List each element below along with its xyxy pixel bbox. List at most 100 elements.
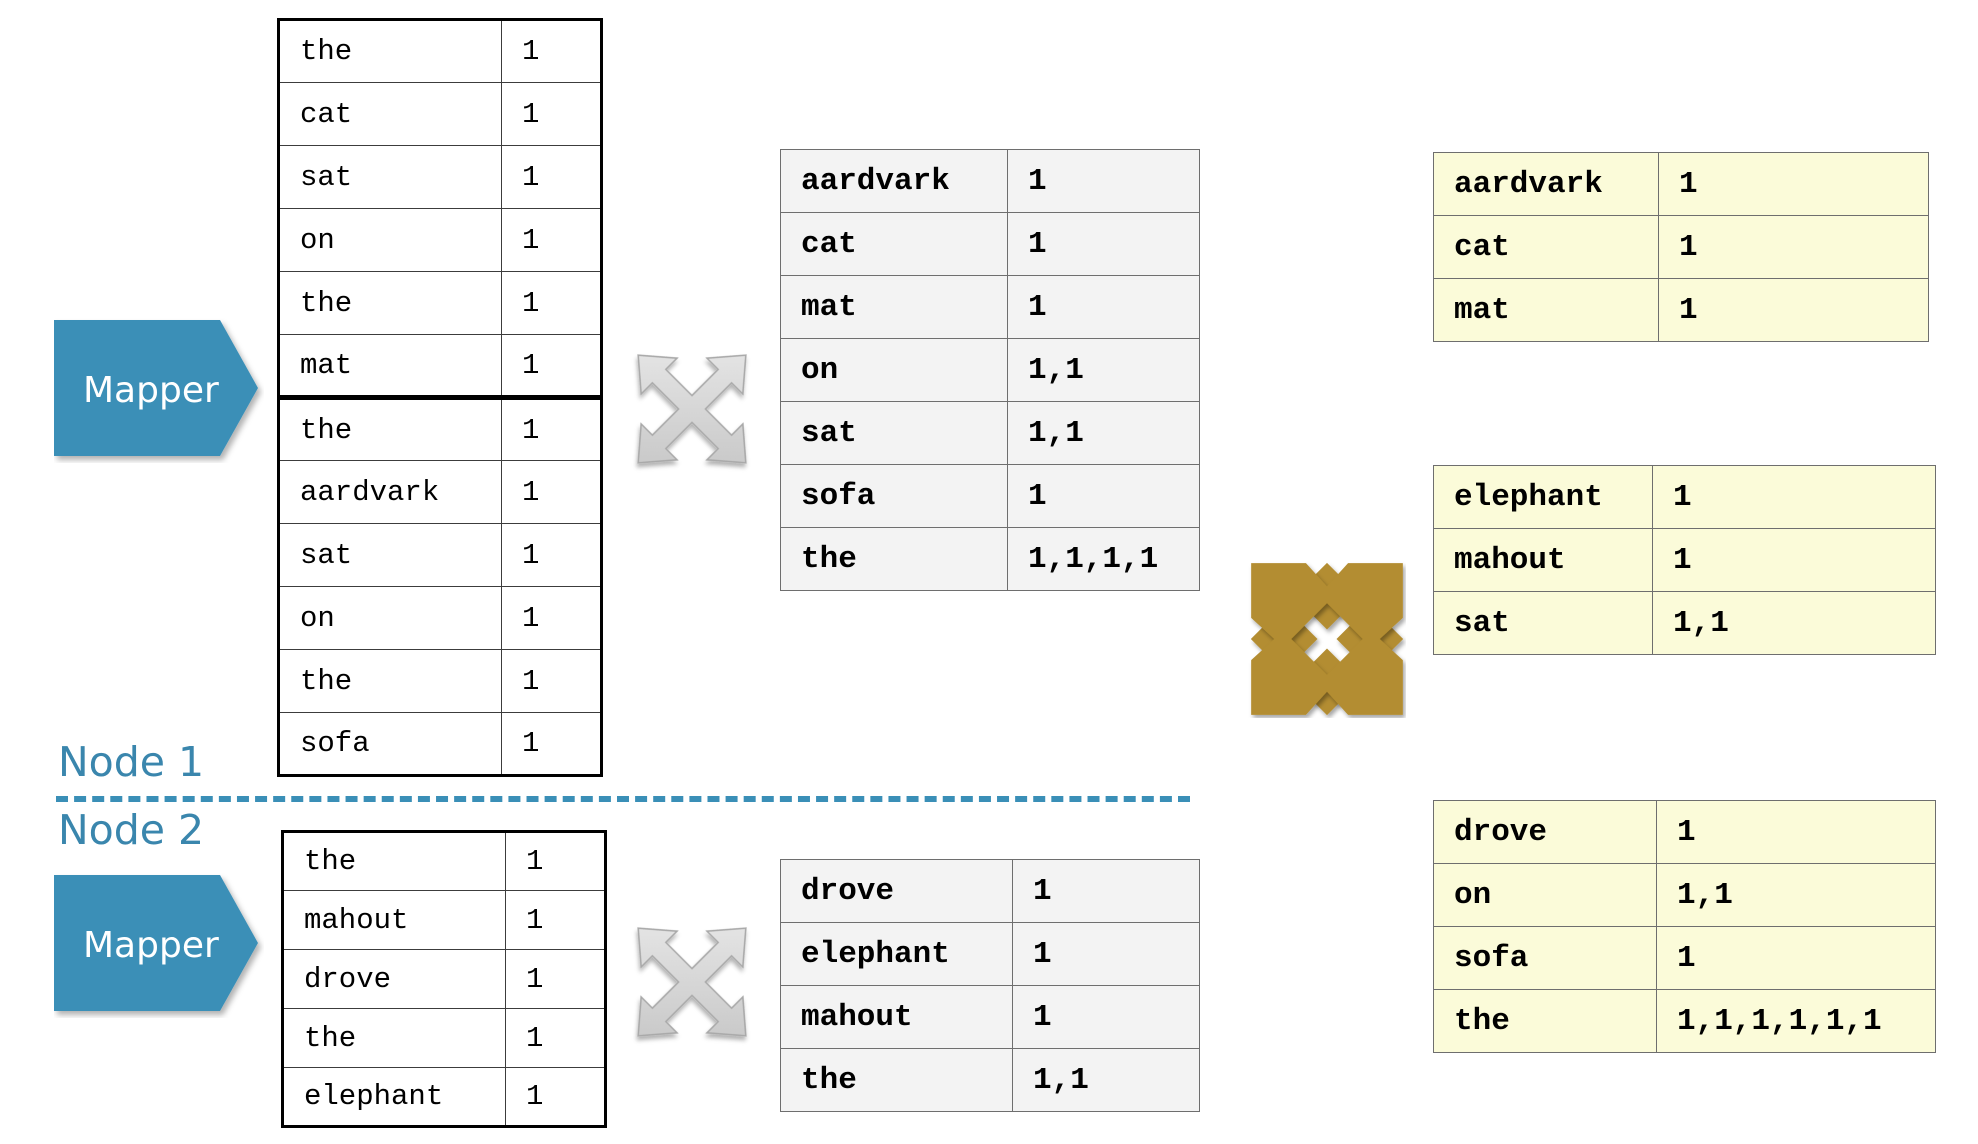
count-cell: 1 [505,890,606,950]
word-cell: aardvark [780,149,1008,213]
count-cell: 1 [1658,215,1929,279]
word-cell: the [780,527,1008,591]
word-cell: on [278,586,502,650]
word-cell: sat [278,145,502,209]
grey-four-way-arrows-icon [637,927,747,1037]
count-cell: 1,1 [1652,591,1936,655]
word-cell: aardvark [278,460,502,524]
count-cell: 1 [501,523,602,587]
count-cell: 1,1 [1656,863,1936,927]
count-cell: 1 [1012,922,1200,986]
word-cell: sofa [278,712,502,776]
count-cell: 1 [1652,465,1936,529]
count-cell: 1,1 [1007,338,1200,402]
word-cell: the [278,271,502,335]
count-cell: 1 [1658,278,1929,342]
mapper-chevron-shape [54,320,258,456]
word-cell: elephant [282,1067,506,1127]
count-cell: 1,1,1,1 [1007,527,1200,591]
word-cell: the [278,19,502,83]
node-2-label: Node 2 [58,806,205,854]
count-cell: 1 [501,145,602,209]
word-cell: cat [278,82,502,146]
word-cell: drove [282,949,506,1009]
word-cell: mat [780,275,1008,339]
count-cell: 1 [501,395,602,461]
word-cell: the [278,649,502,713]
count-cell: 1 [1007,212,1200,276]
count-cell: 1 [1007,275,1200,339]
word-cell: mahout [282,890,506,950]
word-cell: drove [1433,800,1657,864]
count-cell: 1 [505,831,606,891]
word-cell: sat [1433,591,1653,655]
count-cell: 1,1 [1012,1048,1200,1112]
word-cell: on [1433,863,1657,927]
count-cell: 1 [501,460,602,524]
gold-four-way-arrows-icon [1250,562,1404,716]
word-cell: elephant [1433,465,1653,529]
grey-four-way-arrows-icon [637,354,747,464]
word-cell: sat [278,523,502,587]
word-cell: drove [780,859,1013,923]
count-cell: 1 [1012,859,1200,923]
word-cell: elephant [780,922,1013,986]
count-cell: 1,1,1,1,1,1 [1656,989,1936,1053]
count-cell: 1 [1007,464,1200,528]
node-1-label: Node 1 [58,738,205,786]
word-cell: the [780,1048,1013,1112]
count-cell: 1 [1656,926,1936,990]
word-cell: the [282,1008,506,1068]
word-cell: cat [780,212,1008,276]
word-cell: sofa [1433,926,1657,990]
count-cell: 1 [501,586,602,650]
count-cell: 1 [501,208,602,272]
count-cell: 1 [505,1008,606,1068]
word-cell: on [278,208,502,272]
count-cell: 1 [505,949,606,1009]
word-cell: mat [1433,278,1659,342]
word-cell: mahout [780,985,1013,1049]
word-cell: the [1433,989,1657,1053]
count-cell: 1 [1007,149,1200,213]
word-cell: sofa [780,464,1008,528]
word-cell: mahout [1433,528,1653,592]
word-cell: sat [780,401,1008,465]
word-cell: aardvark [1433,152,1659,216]
count-cell: 1 [501,82,602,146]
word-cell: the [282,831,506,891]
